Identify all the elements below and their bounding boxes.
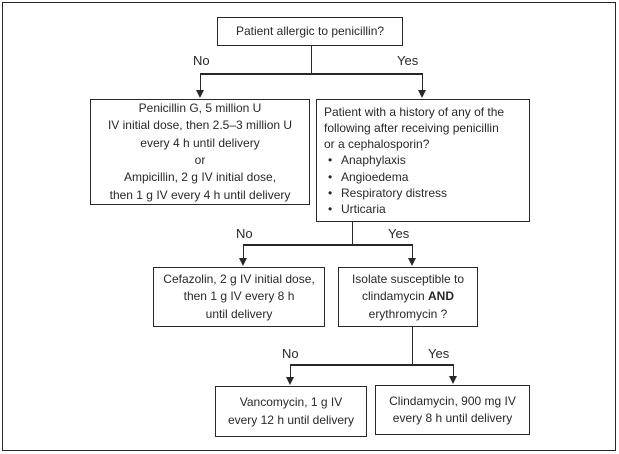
isolate-and-emphasis: AND [428,289,455,304]
isolate-line: clindamycin AND [362,288,454,305]
isolate-line2-pre: clindamycin [361,289,429,304]
history-intro-line: following after receiving penicillin [324,121,499,135]
isolate-line: Isolate susceptible to [351,271,465,286]
node-allergy-history: Patient with a history of any of the fol… [316,99,530,222]
connector-level1-no-drop [199,73,201,91]
penicillin-line: IV initial dose, then 2.5–3 million U [107,118,293,133]
connector-level2-no-drop [242,244,244,259]
arrowhead-to-cefazolin [238,258,247,266]
vancomycin-line: every 12 h until delivery [227,412,355,427]
node-clindamycin-regimen: Clindamycin, 900 mg IV every 8 h until d… [375,385,530,435]
penicillin-line: every 4 h until delivery [140,135,260,150]
bullet-icon: • [328,153,333,168]
node-isolate-question: Isolate susceptible to clindamycin AND e… [338,267,478,327]
penicillin-line: then 1 g IV every 4 h until delivery [109,187,291,202]
root-question-text: Patient allergic to penicillin? [235,23,385,38]
history-bullet-text: Angioedema [341,169,409,184]
node-vancomycin-regimen: Vancomycin, 1 g IV every 12 h until deli… [215,386,367,437]
connector-isolate-stem [411,327,413,365]
connector-level3-no-drop [289,364,291,378]
bullet-icon: • [328,185,333,200]
connector-level2-yes-drop [411,244,413,259]
history-bullet-item: • Respiratory distress [324,185,447,201]
history-bullet-text: Respiratory distress [341,185,448,200]
history-bullet-text: Anaphylaxis [341,153,406,168]
clindamycin-line: Clindamycin, 900 mg IV [389,393,516,408]
history-intro-line: or a cephalosporin? [324,137,430,152]
arrowhead-to-vancomycin [285,377,294,385]
connector-level1-yes-drop [421,73,423,91]
node-cefazolin-regimen: Cefazolin, 2 g IV initial dose, then 1 g… [153,267,325,327]
history-bullet-item: • Urticaria [324,201,386,217]
history-bullet-item: • Anaphylaxis [324,152,406,168]
connector-level3-yes-drop [452,364,454,377]
arrowhead-to-penicillin [195,90,204,98]
arrowhead-to-isolate [407,258,416,266]
history-intro-line: Patient with a history of any of the [324,104,505,119]
penicillin-line: Penicillin G, 5 million U [138,100,262,115]
history-bullet-text: Urticaria [341,202,386,217]
edge-label-yes-3: Yes [428,346,450,361]
penicillin-line: or [194,153,206,167]
edge-label-yes-2: Yes [388,226,410,241]
node-root-question: Patient allergic to penicillin? [217,17,403,46]
connector-root-stem [310,46,312,74]
node-penicillin-regimen: Penicillin G, 5 million U IV initial dos… [90,99,310,205]
vancomycin-line: Vancomycin, 1 g IV [239,395,343,410]
edge-label-no-3: No [282,346,299,361]
bullet-icon: • [328,202,333,217]
isolate-line: erythromycin ? [368,306,448,321]
connector-level3-bar [290,364,454,366]
edge-label-yes-1: Yes [397,53,419,68]
penicillin-line: Ampicillin, 2 g IV initial dose, [123,170,277,185]
edge-label-no-1: No [193,53,210,68]
cefazolin-line: until delivery [205,306,273,321]
bullet-icon: • [328,169,333,184]
history-bullet-item: • Angioedema [324,169,408,185]
connector-history-stem [351,222,353,245]
cefazolin-line: Cefazolin, 2 g IV initial dose, [163,271,315,286]
connector-level2-bar [243,244,413,246]
connector-level1-bar [200,73,423,75]
edge-label-no-2: No [236,226,253,241]
arrowhead-to-history [417,90,426,98]
arrowhead-to-clindamycin [448,376,457,384]
cefazolin-line: then 1 g IV every 8 h [183,289,295,304]
clindamycin-line: every 8 h until delivery [392,411,513,425]
